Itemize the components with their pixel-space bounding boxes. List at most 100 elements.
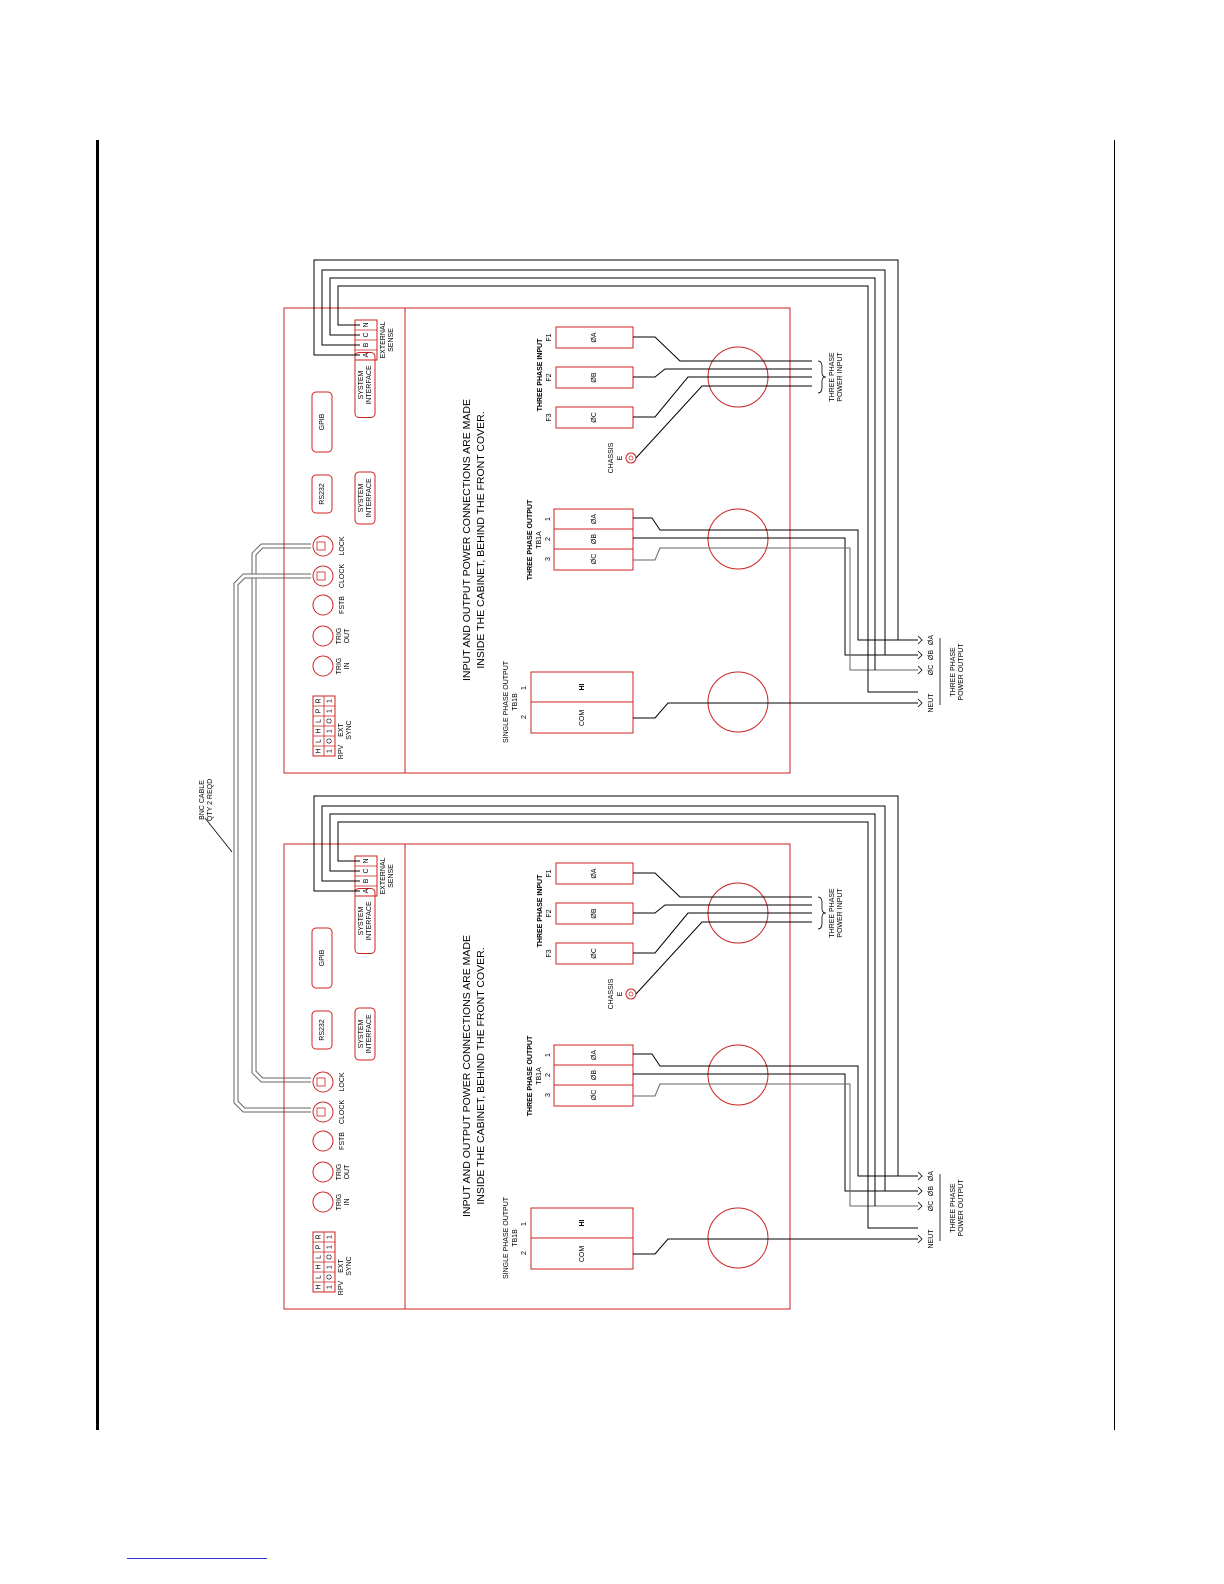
sense-pin-label: C [363,868,370,873]
wire-out-b [633,537,918,656]
system-interface-1-label: SYSTEM [358,1019,365,1048]
system-interface-1-label-2: INTERFACE [366,1014,373,1054]
system-interface-1-label-2: INTERFACE [366,478,373,518]
fuse-label: F3 [546,413,553,421]
rpv-pin-label: R [315,1234,322,1239]
system-interface-2-label-2: INTERFACE [366,365,373,405]
tb1a-term: ØB [591,1070,598,1080]
input-term: ØB [591,372,598,382]
bnc-cable-1-inner [252,544,311,1082]
power-input-label: THREE PHASE [829,888,836,938]
note-line-1: INPUT AND OUTPUT POWER CONNECTIONS ARE M… [461,399,473,681]
lock-jack [312,1071,334,1093]
rpv-pin-number: 1 [326,749,333,753]
bnc-cable-2-inner [234,574,311,1112]
chassis-label: CHASSIS [608,442,615,473]
wire-input-c [633,376,812,418]
sense-pin-label: B [363,878,370,883]
ext-sense-label-2: SENSE [388,864,395,888]
rpv-pin-number: O [326,718,333,724]
rpv-pin-label: H [315,1264,322,1269]
tb1a-block [553,508,634,571]
system-interface-2-label-2: INTERFACE [366,901,373,941]
trig-in-label-2: IN [344,663,351,670]
gpib-connector: GPIB [311,927,333,989]
wire-input-a [633,872,812,898]
bnc-cable-qty-label: QTY 2 REQD [207,779,214,821]
rpv-pin-number: 1 [326,1285,333,1289]
tb1a-term: ØC [591,554,598,565]
lock-connector: LOCK [312,1071,346,1093]
sense-wire-b [321,805,886,1191]
chassis-stud [625,452,637,464]
output-terminal-tip [917,698,923,708]
rpv-pin-label: L [315,719,322,723]
system-interface-1-shell [354,471,376,525]
rpv-pin-number: 1 [326,1245,333,1249]
tb1a-term: ØC [591,1090,598,1101]
rpv-pin-number: O [326,738,333,744]
tb1b-com: COM [579,1246,586,1263]
wire-input-b [633,368,812,378]
system-interface-1-shell [354,1007,376,1061]
tb1a-num: 2 [545,1073,552,1077]
rpv-pin-label: L [315,1275,322,1279]
system-interface-1-label: SYSTEM [358,483,365,512]
tb1a-num: 3 [545,1093,552,1097]
ext-sense-label: EXTERNAL [380,857,387,894]
output-phase-label: ØC [928,1201,935,1212]
rpv-pin-number: 1 [326,699,333,703]
ext-sync-label: EXT [338,722,345,736]
output-phase-label: ØA [928,1171,935,1181]
sense-pin-label: A [363,888,370,893]
rs232-shell [311,474,333,514]
rpv-label: RPV [338,744,345,759]
chassis-label: CHASSIS [608,978,615,1009]
rs232-label: RS232 [319,1019,326,1041]
rpv-pin-label: H [315,1284,322,1289]
input-term: ØA [591,868,598,878]
trig-out-label: TRIG [336,628,343,645]
power-input-label: THREE PHASE [829,352,836,402]
sense-pin-label: B [363,342,370,347]
sense-pin-label: A [363,352,370,357]
sense-wire-a [313,259,899,640]
trig-in-label: TRIG [336,658,343,675]
input-term: ØA [591,332,598,342]
tb1b-num-1: 1 [521,1222,528,1226]
single-phase-label: SINGLE PHASE OUTPUT [503,1196,510,1279]
output-phase-label: NEUT [928,1229,935,1249]
rpv-pin-number: 1 [326,729,333,733]
rpv-pin-label: H [315,728,322,733]
clock-connector: CLOCK [312,1100,346,1124]
gpib-shell [311,391,333,453]
three-phase-input-label: THREE PHASE INPUT [537,338,544,411]
output-wires: ØA ØB ØC NEUT THREE PHASE POWER OUTPUT [313,795,965,1255]
sense-pin-label: N [363,322,370,327]
power-output-label-2: POWER OUTPUT [958,1179,965,1237]
rpv-pin-number: O [326,1274,333,1280]
chassis-stud-inner [628,455,634,461]
rpv-pin-label: L [315,739,322,743]
lock-jack [312,535,334,557]
rs232-label: RS232 [319,483,326,505]
gpib-shell [311,927,333,989]
output-terminal-tip [917,650,923,660]
power-input-brace [817,360,827,394]
chassis-stud-inner [628,991,634,997]
fstb-jack [312,594,334,616]
lock-plug [316,541,326,551]
bnc-cable-1-outer [251,543,311,1083]
bnc-cable-2-outer [233,573,311,1113]
wire-input-a [633,336,812,362]
ext-sync-label-2: SYNC [346,1256,353,1275]
